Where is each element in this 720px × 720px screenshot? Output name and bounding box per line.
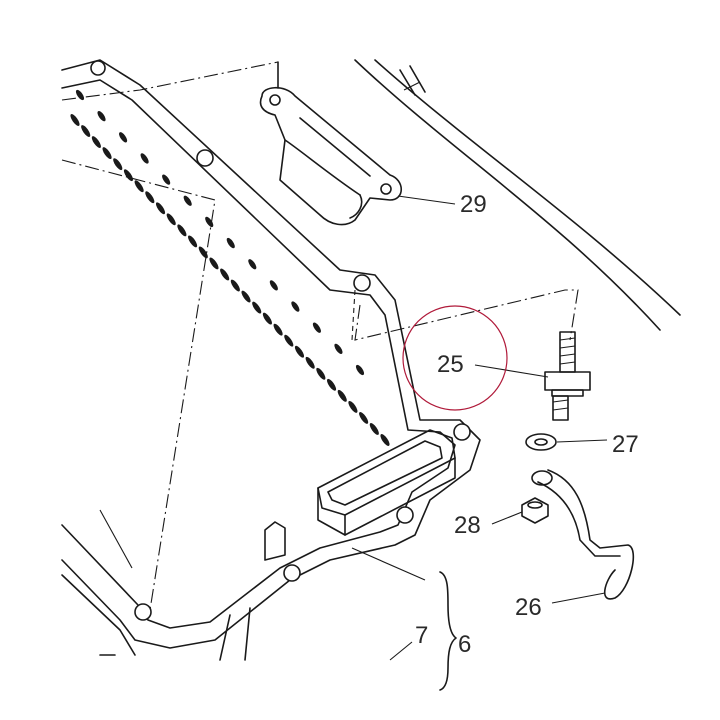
hole-bottom-mid (396, 506, 414, 524)
part-25-stud (544, 331, 591, 421)
callout-29: 29 (460, 191, 487, 218)
callout-6: 6 (458, 631, 471, 658)
callout-27: 27 (612, 431, 639, 458)
hole-right (453, 423, 471, 441)
hole-bottom-left (134, 603, 152, 621)
cable (354, 59, 681, 331)
part-29-bracket (259, 61, 403, 226)
callout-26: 26 (515, 594, 542, 621)
centre-lines (61, 61, 579, 611)
callout-25: 25 (437, 351, 464, 378)
hole-upper (196, 149, 214, 167)
highlight-circle (402, 305, 508, 411)
frame-cover (61, 59, 481, 661)
hole-bottom (283, 564, 301, 582)
callout-28: 28 (454, 512, 481, 539)
heating-coil (70, 89, 390, 446)
part-27-washer (525, 433, 557, 451)
hole-mid (353, 274, 371, 292)
callout-7: 7 (415, 622, 428, 649)
frame-holes (90, 60, 471, 621)
hole-top-left (90, 60, 106, 76)
part-26-wire-clip (531, 469, 635, 600)
leader-lines (99, 195, 608, 691)
part-28-nut (521, 497, 549, 524)
bracket-hole-right (380, 183, 392, 195)
bracket-hole-left (269, 94, 281, 106)
